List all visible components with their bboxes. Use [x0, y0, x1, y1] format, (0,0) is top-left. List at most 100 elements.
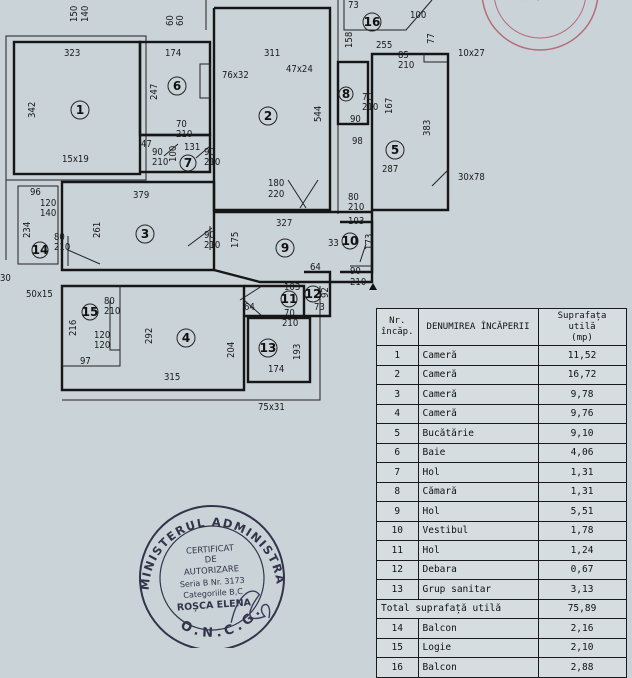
dim-97: 97	[80, 356, 91, 367]
dim-103b: 103	[284, 282, 300, 293]
room-label-12: 12	[304, 285, 322, 303]
dim-255: 255	[376, 40, 392, 51]
dim-73: 73	[348, 0, 359, 11]
dim-75x31: 75x31	[258, 402, 285, 413]
dim-77: 77	[426, 33, 437, 44]
svg-text:15: 15	[82, 305, 99, 319]
entrance-marker	[369, 283, 377, 290]
stamp-line-3: AUTORIZARE	[184, 564, 240, 578]
dim-top-140: 140	[80, 6, 91, 22]
svg-text:8: 8	[342, 87, 350, 101]
dim-64a: 64	[310, 262, 321, 273]
dim-247: 247	[149, 84, 160, 100]
room-2-outline	[212, 6, 332, 212]
dim-131: 131	[184, 142, 200, 153]
dim-47: 47	[141, 139, 152, 150]
dim-100: 100	[168, 146, 179, 162]
dim-175: 175	[230, 232, 241, 248]
svg-text:2: 2	[264, 109, 272, 123]
dim-top-60b: 60	[175, 15, 186, 26]
dim-210h: 210	[348, 202, 364, 213]
dim-30: 30	[0, 273, 11, 284]
room-label-7: 7	[179, 154, 197, 172]
dim-120b: 120	[94, 330, 110, 341]
room-label-14: 14	[31, 241, 49, 259]
header-area: Suprafața utilă(mp)	[537, 308, 627, 346]
room-numbers: 1 2 3 4 5 6 7 8 9 10 11 12 13 14 15 16	[31, 12, 405, 358]
dim-210a: 210	[176, 129, 192, 140]
dim-90b: 90	[204, 147, 215, 158]
stamp-line-5: Categoriile B,C	[183, 587, 243, 600]
dim-90e: 90	[350, 266, 361, 277]
dim-70: 70	[176, 119, 187, 130]
dim-210k: 210	[282, 318, 298, 329]
dim-100-top: 100	[410, 10, 426, 21]
floor-plan: 150 140 60 60 323 174 311 342 247 76x32 …	[0, 0, 599, 648]
dim-311: 311	[264, 48, 280, 59]
stamp-line-1: CERTIFICAT	[186, 543, 235, 556]
dim-80b: 80	[348, 192, 359, 203]
svg-text:9: 9	[281, 241, 289, 255]
stamp-line-6: ROȘCA ELENA	[177, 597, 252, 613]
svg-text:14: 14	[32, 243, 49, 257]
svg-text:13: 13	[260, 341, 277, 355]
dim-210g: 210	[362, 102, 378, 113]
room-9-outline	[213, 210, 374, 284]
room-10-outline	[340, 220, 374, 274]
dim-193: 193	[292, 344, 303, 360]
room-14-outline	[17, 185, 59, 265]
room-label-4: 4	[176, 328, 196, 348]
dim-90a: 90	[152, 147, 163, 158]
dim-33: 33	[328, 238, 339, 249]
room-label-16: 16	[362, 12, 382, 32]
dim-120a: 120	[40, 198, 56, 209]
room-label-11: 11	[280, 290, 298, 308]
dim-210i: 210	[350, 277, 366, 288]
dim-210j: 210	[104, 306, 120, 317]
svg-text:7: 7	[184, 156, 192, 170]
dim-50x15: 50x15	[26, 289, 53, 300]
dim-98: 98	[352, 136, 363, 147]
dim-30x78: 30x78	[458, 172, 485, 183]
dim-287: 287	[382, 164, 398, 175]
dim-383: 383	[422, 120, 433, 136]
room-label-9: 9	[275, 238, 295, 258]
dim-544: 544	[313, 106, 324, 122]
dim-47x24: 47x24	[286, 64, 313, 75]
svg-text:6: 6	[173, 79, 181, 93]
room-label-6: 6	[167, 76, 187, 96]
signature-mark	[230, 590, 271, 623]
svg-text:11: 11	[281, 292, 298, 306]
room-label-5: 5	[385, 140, 405, 160]
room-7-outline	[140, 133, 212, 174]
red-seal-fragment	[481, 0, 599, 51]
dim-90c: 90	[204, 230, 215, 241]
dim-92: 92	[320, 287, 331, 298]
room-area-table: Nr.încăp. DENUMIREA ÎNCĂPERII Suprafața …	[376, 308, 627, 678]
dim-220: 220	[268, 189, 284, 200]
room-8-outline	[336, 60, 370, 126]
svg-text:1: 1	[76, 103, 84, 117]
dim-85: 85	[398, 50, 409, 61]
header-nr: Nr.încăp.	[376, 308, 419, 346]
dim-90d: 90	[350, 114, 361, 125]
room-label-1: 1	[70, 100, 90, 120]
room-5-outline	[370, 52, 450, 212]
dim-140: 140	[40, 208, 56, 219]
dim-64b: 64	[244, 302, 255, 313]
dim-73b: 73	[314, 302, 325, 313]
dimensions: 150 140 60 60 323 174 311 342 247 76x32 …	[0, 0, 485, 413]
dim-379: 379	[133, 190, 149, 201]
dim-216: 216	[68, 320, 79, 336]
dim-210d: 210	[54, 242, 70, 253]
